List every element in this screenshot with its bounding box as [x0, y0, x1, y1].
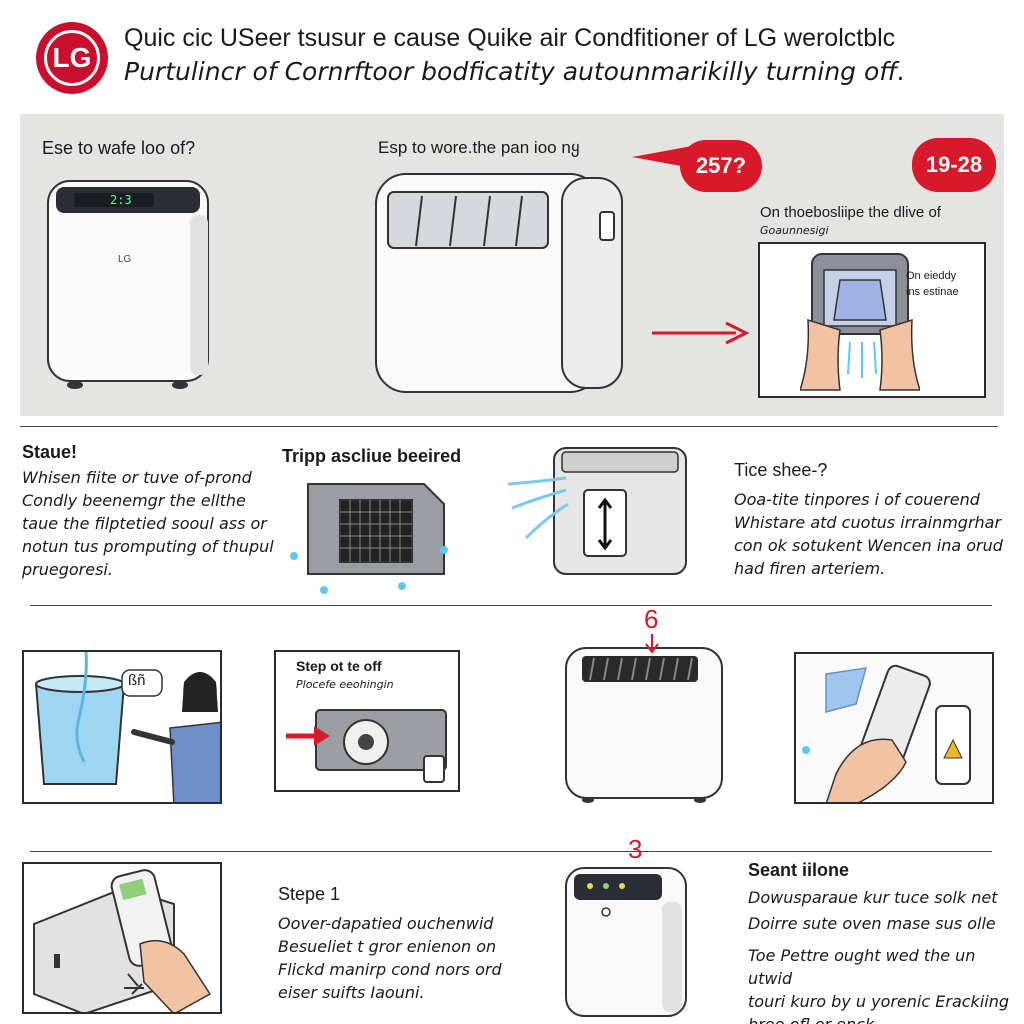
row4-right-heading: Seant iilone [748, 860, 850, 880]
panel-subtitle: Goaunnesigi [760, 224, 829, 237]
compact-unit-icon [565, 867, 687, 1017]
unit-brand-label: LG [118, 254, 132, 265]
water-bucket-panel: ßñ [22, 650, 222, 804]
page-title-line-1: Quic cic USeer tsusur e cause Quike air … [124, 24, 896, 52]
row2-center-heading: Tripp ascliue beeired [282, 446, 462, 466]
step-marker-3: 3 [628, 834, 643, 864]
divider-2 [30, 605, 992, 606]
callout-pointer-icon [632, 146, 692, 168]
panel-label-2: ins estinae [906, 286, 959, 298]
top-left-caption: Ese to wafe loo of? [42, 138, 196, 158]
row4-step-line-3: Flickd manirp cond nors ord [278, 960, 502, 979]
row2-right-line-1: Ooa-tite tinpores i of couerend [734, 490, 980, 509]
row2-left-line-2: Condly beenemgr the ellthe [22, 491, 246, 510]
callout-bubble-b: 19-28 [912, 138, 996, 192]
row4-right-text-1: Dowusparaue kur tuce solk net [748, 888, 998, 907]
divider-3 [30, 851, 992, 852]
remote-control-panel [794, 652, 994, 804]
row2-right-line-3: con ok sotukent Wencen ina orud [734, 536, 1003, 555]
remote-control-icon [802, 664, 971, 802]
water-bucket-icon [34, 652, 220, 802]
row4-step-line-2: Besueliet t gror enienon on [278, 937, 497, 956]
remote-ac-panel [22, 862, 222, 1014]
drain-valve-icon [286, 709, 447, 783]
remote-pointing-icon [33, 869, 212, 1012]
divider-1 [20, 426, 998, 427]
row2-right-line-2: Whistare atd cuotus irrainmgrhar [734, 513, 1002, 532]
row2-left-heading: Staue! [22, 442, 78, 462]
row2-left-text: Whisen fiite or tuve of-prond Condly bee… [22, 466, 282, 581]
row4-step-line-1: Oover-dapatied ouchenwid [278, 914, 494, 933]
row4-right-text-2: Doirre sute oven mase sus olle [748, 914, 996, 933]
drain-step-panel: Step ot te off Plocefe eeohingin [274, 650, 460, 792]
hands-filter-icon [800, 253, 920, 391]
row2-right-line-4: had firen arteriem. [734, 559, 886, 578]
drain-step-title: Step ot te off [296, 658, 382, 674]
filter-frame-icon [290, 483, 448, 594]
lg-logo: LG [36, 22, 108, 94]
airflow-unit-icon [507, 447, 687, 575]
lg-logo-ring [44, 30, 100, 86]
page-title-line-2: Purtulincr of Cornrftoor bodficatity aut… [124, 57, 906, 86]
row2-left-line-5: pruegoresi. [22, 560, 113, 579]
row2-right-text: Ooa-tite tinpores i of couerend Whistare… [734, 488, 1004, 580]
row2-left-line-4: notun tus promputing of thupul [22, 537, 274, 556]
callout-bubble-a: 257? [680, 140, 762, 192]
row4-right-line-3: bree ofl or enck. [748, 1013, 1018, 1024]
portable-ac-unit-icon [375, 173, 623, 393]
row2-right-heading: Tice shee-? [734, 460, 828, 480]
row2-left-line-3: taue the filptetied sooul ass or [22, 514, 267, 533]
dehumidifier-unit-icon [47, 180, 209, 389]
lg-logo-text: LG [52, 42, 92, 73]
row4-step-heading: Stepe 1 [278, 884, 341, 904]
row4-step-text: Oover-dapatied ouchenwid Besueliet t gro… [278, 912, 548, 1004]
ac-unit-top-vent-icon [565, 634, 723, 803]
filter-cleaning-panel: On eieddy ins estinae [758, 242, 986, 398]
panel-label-1: On eieddy [906, 270, 957, 282]
row4-right-line-2: touri kuro by u yorenic Erackiing [748, 992, 1009, 1011]
row4-step-line-4: eiser suifts Iaouni. [278, 983, 425, 1002]
panel-title: On thoebosliipe the dlive of [760, 204, 941, 221]
drain-step-subtitle: Plocefe eeohingin [296, 678, 394, 691]
unit-display-readout: 2:3 [110, 193, 132, 207]
speech-bubble-text: ßñ [128, 672, 146, 689]
row4-right-text-3: Toe Pettre ought wed the un utwid touri … [748, 944, 1018, 1024]
right-arrow-icon [652, 321, 750, 345]
step-marker-6: 6 [644, 604, 659, 634]
row4-right-line-1: Toe Pettre ought wed the un utwid [748, 946, 976, 988]
top-center-caption: Esp to wore.the pan ioo nყ [378, 138, 580, 157]
row2-left-line-1: Whisen fiite or tuve of-prond [22, 468, 252, 487]
